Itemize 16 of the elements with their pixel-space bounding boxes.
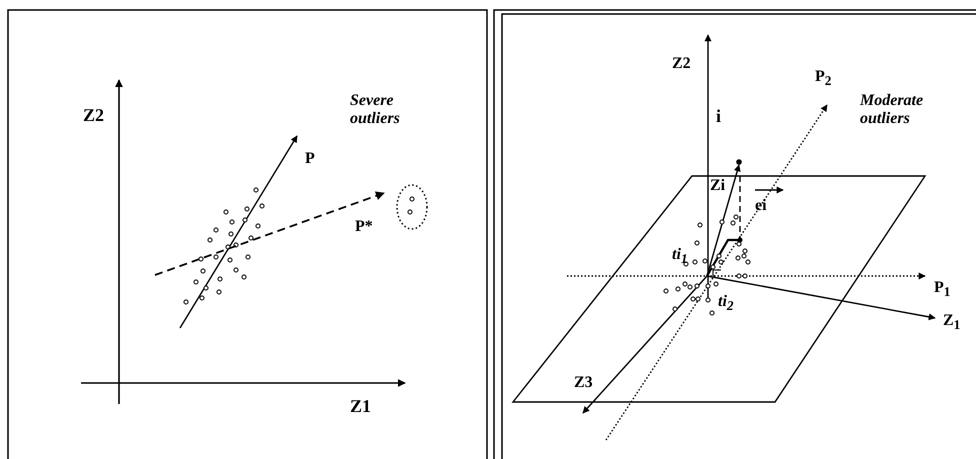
axis-label: Z3 [574,374,593,392]
annotation-text: Moderate outliers [860,92,924,128]
axis-label: ti$_{2}$ [718,293,734,314]
axis-label: P$_{2}$ [815,68,832,89]
axis-label: P* [355,218,373,236]
axis-label: P$_{1}$ [934,279,950,300]
axis-label: ti$_{1}$ [672,246,688,267]
axis-label: Zi [710,177,726,195]
axis-label: P [305,150,315,168]
annotation-text: Severe outliers [350,92,401,128]
axis-label: Z1 [350,397,372,417]
axis-label: i [716,107,722,127]
axis-label: Z2 [672,55,691,73]
axis-label: Z2 [83,106,104,126]
axis-label: Z$_{1}$ [943,312,960,333]
axis-label: ei [755,197,767,215]
